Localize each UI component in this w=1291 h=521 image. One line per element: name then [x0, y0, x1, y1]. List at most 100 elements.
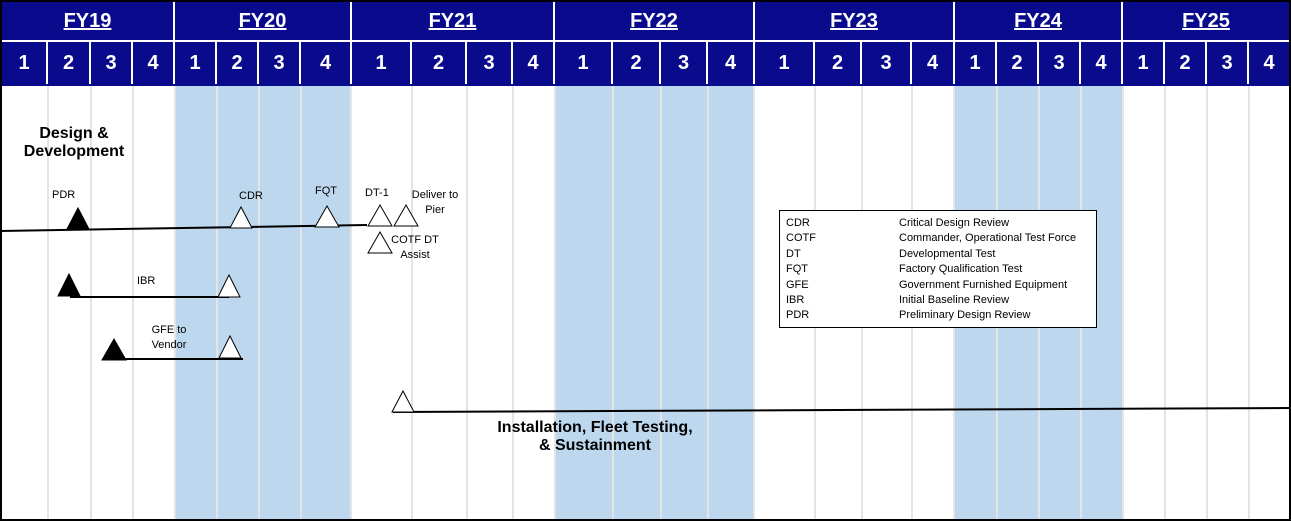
gridline — [753, 86, 755, 519]
shaded-band-fy22 — [556, 86, 753, 519]
quarter-cell: 3 — [467, 42, 513, 84]
abbreviation-legend: CDR Critical Design Review COTF Commander,… — [779, 210, 1097, 328]
quarter-cell: 3 — [1039, 42, 1081, 84]
legend-row: COTF Commander, Operational Test Force — [786, 232, 1096, 247]
gridline — [132, 86, 134, 519]
design-development-phase-label: Design & Development — [23, 125, 125, 160]
quarter-cell: 4 — [1081, 42, 1123, 84]
fqt-milestone-triangle — [314, 204, 340, 228]
quarter-cell: 1 — [955, 42, 997, 84]
legend-row: GFE Government Furnished Equipment — [786, 279, 1096, 294]
quarter-cell: 4 — [912, 42, 955, 84]
cdr-label: CDR — [239, 190, 263, 202]
gridline — [47, 86, 49, 519]
pdr-milestone-filled-triangle — [66, 206, 90, 230]
quarter-cell: 3 — [1207, 42, 1249, 84]
shaded-band-fy20 — [175, 86, 350, 519]
fiscal-year-fy24: FY24 — [955, 2, 1123, 40]
cdr-milestone-triangle — [229, 205, 253, 229]
ibr-milestone-triangle — [217, 273, 241, 298]
quarter-cell: 1 — [352, 42, 412, 84]
fiscal-year-fy23: FY23 — [755, 2, 955, 40]
quarter-cell: 4 — [708, 42, 755, 84]
deliver-milestone-triangle — [393, 203, 419, 227]
fiscal-year-fy22: FY22 — [555, 2, 755, 40]
fqt-label: FQT — [315, 185, 337, 197]
dt1-milestone-triangle — [367, 203, 393, 227]
quarter-cell: 1 — [555, 42, 613, 84]
gridline — [216, 86, 218, 519]
quarter-cell: 2 — [412, 42, 467, 84]
gridline — [411, 86, 413, 519]
legend-meaning: Commander, Operational Test Force — [899, 232, 1077, 245]
gfe-milestone-triangle — [218, 334, 242, 359]
fiscal-year-fy20: FY20 — [175, 2, 352, 40]
quarter-cell: 4 — [301, 42, 352, 84]
installation-phase-label: Installation, Fleet Testing, & Sustainme… — [497, 419, 693, 454]
gridline — [512, 86, 514, 519]
fiscal-year-fy25: FY25 — [1182, 9, 1230, 32]
fiscal-year-fy19: FY19 — [2, 2, 175, 40]
quarter-cell: 2 — [613, 42, 661, 84]
gridline — [707, 86, 709, 519]
legend-abbr: DT — [786, 247, 801, 260]
gridline — [1164, 86, 1166, 519]
legend-abbr: PDR — [786, 309, 810, 322]
legend-row: PDR Preliminary Design Review — [786, 309, 1096, 324]
legend-abbr: CDR — [786, 217, 810, 229]
cotf-milestone-triangle — [367, 230, 393, 254]
gfe-start-filled-triangle — [101, 337, 127, 361]
ibr-label: IBR — [137, 275, 155, 287]
legend-abbr: GFE — [786, 278, 809, 291]
quarter-cell: 3 — [661, 42, 708, 84]
gridline — [350, 86, 352, 519]
design-timeline-line — [0, 224, 368, 232]
quarter-cell: 3 — [91, 42, 133, 84]
legend-abbr: FQT — [786, 263, 808, 276]
quarter-cell: 3 — [259, 42, 301, 84]
quarter-cell: 4 — [133, 42, 175, 84]
legend-meaning: Developmental Test — [899, 247, 996, 260]
gridline — [90, 86, 92, 519]
legend-meaning: Government Furnished Equipment — [899, 278, 1068, 291]
gridline — [554, 86, 556, 519]
legend-row: CDR Critical Design Review — [786, 217, 1096, 232]
legend-meaning: Factory Qualification Test — [899, 263, 1023, 276]
quarter-cell: 4 — [1263, 51, 1275, 74]
legend-abbr: COTF — [786, 232, 816, 245]
pdr-label: PDR — [52, 189, 75, 201]
gridline — [1122, 86, 1124, 519]
gridline — [466, 86, 468, 519]
installation-start-triangle — [391, 389, 415, 413]
quarter-cell: 1 — [1123, 42, 1165, 84]
legend-meaning: Critical Design Review — [899, 217, 1010, 229]
ibr-start-filled-triangle — [57, 272, 81, 297]
fiscal-year-fy21: FY21 — [352, 2, 555, 40]
quarter-cell: 2 — [1165, 42, 1207, 84]
legend-row: DT Developmental Test — [786, 248, 1096, 263]
quarter-cell: 1 — [755, 42, 815, 84]
legend-row: FQT Factory Qualification Test — [786, 263, 1096, 278]
quarter-cell: 1 — [2, 42, 48, 84]
quarter-cell: 2 — [997, 42, 1039, 84]
quarter-cell: 2 — [48, 42, 91, 84]
quarter-cell: 4 — [513, 42, 555, 84]
gridline — [1206, 86, 1208, 519]
cotf-dt-assist-label: COTF DT Assist — [391, 234, 439, 261]
dt1-label: DT-1 — [365, 187, 389, 199]
gridline — [300, 86, 302, 519]
legend-row: IBR Initial Baseline Review — [786, 294, 1096, 309]
header-separator — [0, 40, 1291, 42]
legend-meaning: Initial Baseline Review — [899, 293, 1010, 306]
quarter-cell: 1 — [175, 42, 217, 84]
legend-meaning: Preliminary Design Review — [899, 309, 1031, 322]
quarter-cell: 2 — [217, 42, 259, 84]
gfe-to-vendor-label: GFE to Vendor — [151, 324, 187, 351]
gridline — [258, 86, 260, 519]
quarter-cell: 2 — [815, 42, 862, 84]
legend-abbr: IBR — [786, 293, 805, 306]
gridline — [174, 86, 176, 519]
installation-timeline-line — [392, 407, 1291, 413]
